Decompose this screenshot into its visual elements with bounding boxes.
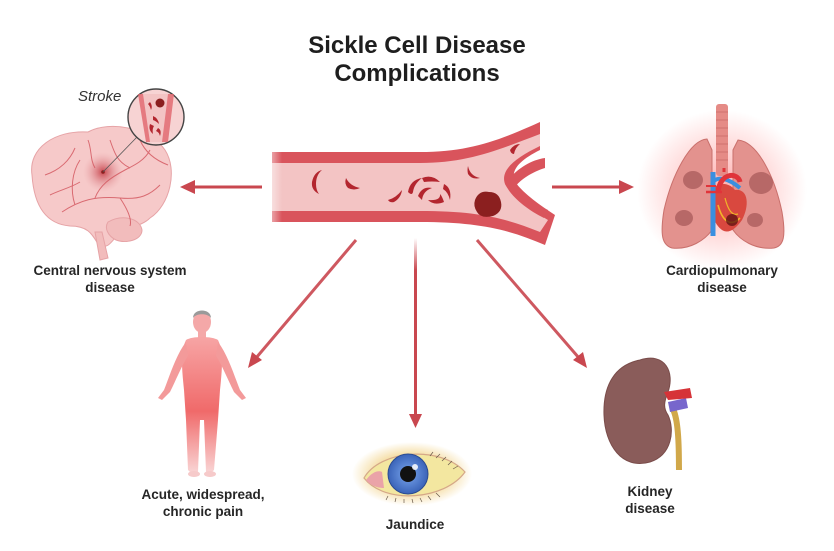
brain-illustration <box>31 125 172 261</box>
label-cardio-line-1: Cardiopulmonary <box>666 263 778 278</box>
label-jaundice-line-1: Jaundice <box>385 517 445 532</box>
blood-vessel-illustration <box>262 122 555 245</box>
lungs-heart-illustration <box>637 104 807 270</box>
label-cns-line-2: disease <box>85 280 135 295</box>
eye-illustration <box>352 442 472 506</box>
kidney-illustration <box>603 357 692 470</box>
arrow-to-kidney <box>475 239 587 368</box>
label-kidney-line-1: Kidney <box>627 484 673 499</box>
arrow-to-cardio <box>552 180 634 194</box>
arrow-to-pain <box>248 239 358 368</box>
label-cns-line-1: Central nervous system <box>33 263 187 278</box>
title-line-2: Complications <box>334 60 500 87</box>
human-body-illustration <box>158 310 246 477</box>
label-jaundice: Jaundice <box>360 516 470 533</box>
stroke-label: Stroke <box>78 88 122 105</box>
label-pain: Acute, widespread, chronic pain <box>128 486 278 520</box>
stroke-inset <box>127 88 185 146</box>
arrow-to-jaundice <box>409 238 422 428</box>
title-line-1: Sickle Cell Disease <box>308 32 526 59</box>
label-cardio: Cardiopulmonary disease <box>640 262 804 296</box>
diagram-title: Sickle Cell Disease Complications <box>240 32 594 88</box>
label-kidney: Kidney disease <box>605 483 695 517</box>
label-pain-line-1: Acute, widespread, <box>141 487 265 502</box>
arrow-to-cns <box>180 180 262 194</box>
label-pain-line-2: chronic pain <box>162 504 244 519</box>
label-cns: Central nervous system disease <box>18 262 202 296</box>
label-cardio-line-2: disease <box>697 280 747 295</box>
label-kidney-line-2: disease <box>625 501 675 516</box>
